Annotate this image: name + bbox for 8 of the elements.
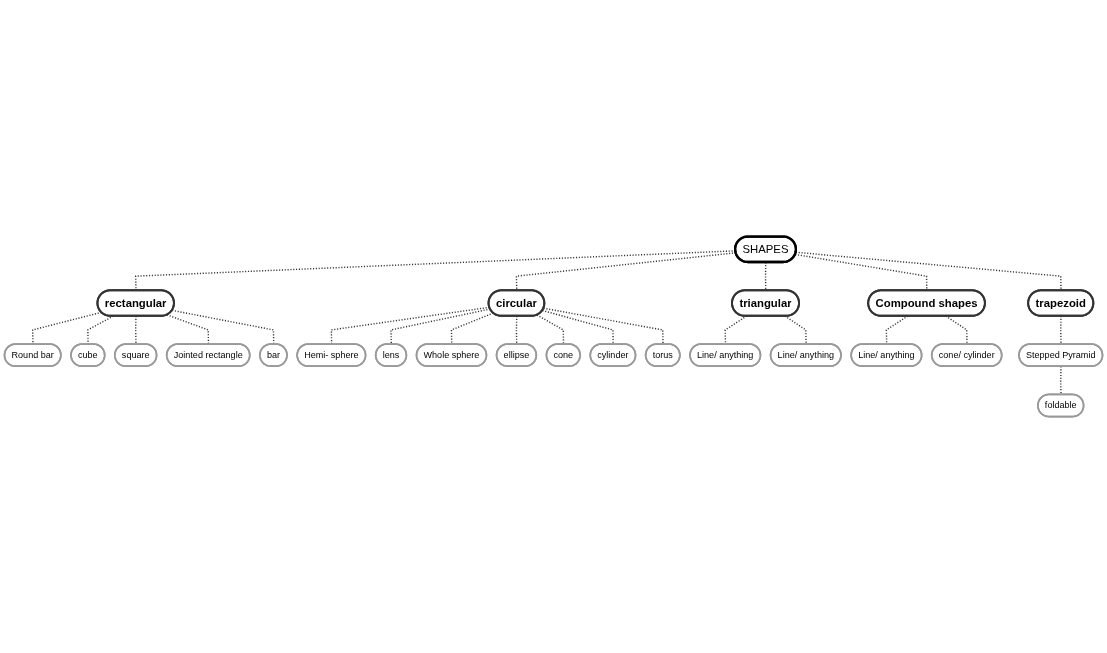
connector [542,307,664,346]
mind-map: SHAPES rectangular Round bar cube square Jointed rectangle bar circular Hemi- sphere lens Whole sphere ellipse cone cylinder torus triangular Line/ anything Line/ anything Compound shapes Line/ anything cone/ cylinder trapezoid Stepped Pyramid foldable [0,231,1107,422]
connector [541,309,614,346]
connector [795,251,1062,292]
connector [945,315,968,346]
connector [784,315,807,346]
connector [450,312,494,346]
connector [536,314,565,346]
